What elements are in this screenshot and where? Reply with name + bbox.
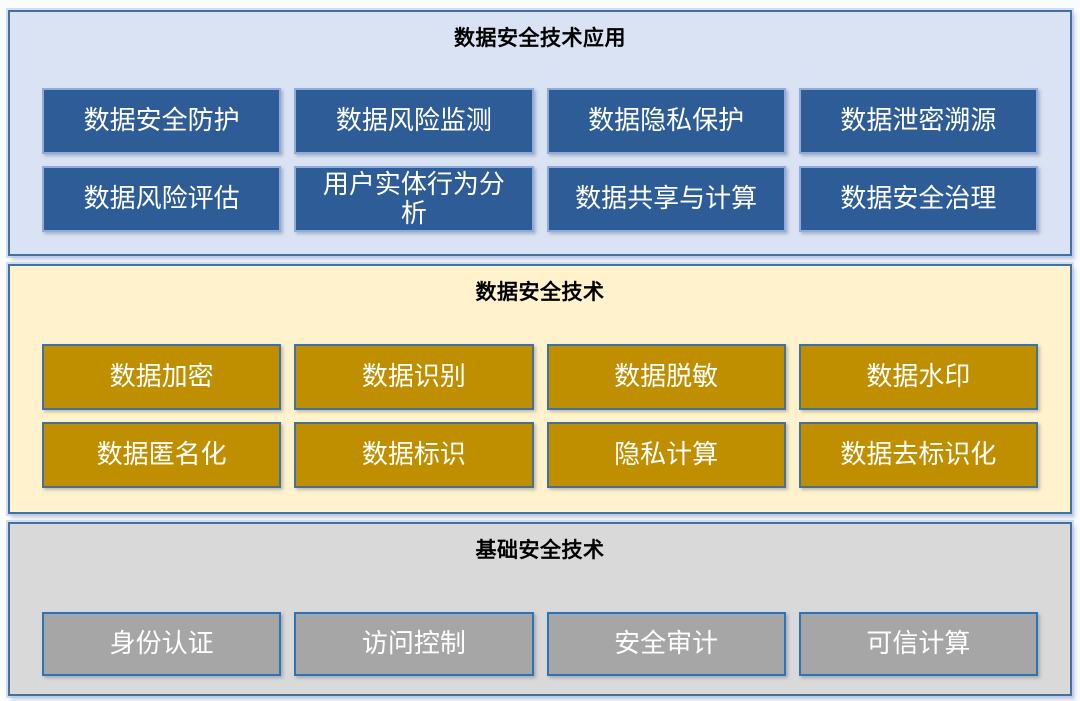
diagram-box-identity-authentication: 身份认证	[42, 612, 282, 676]
diagram-box-data-deidentification: 数据去标识化	[798, 422, 1038, 488]
diagram-box-security-audit: 安全审计	[546, 612, 786, 676]
diagram-box-data-risk-assessment: 数据风险评估	[42, 166, 282, 232]
diagram-box-data-privacy-protection: 数据隐私保护	[546, 88, 786, 154]
diagram-box-access-control: 访问控制	[294, 612, 534, 676]
technologies-grid: 数据加密 数据识别 数据脱敏 数据水印 数据匿名化 数据标识 隐私计算 数据去标…	[10, 344, 1070, 488]
diagram-box-data-labeling: 数据标识	[294, 422, 534, 488]
diagram-box-data-risk-monitoring: 数据风险监测	[294, 88, 534, 154]
diagram-box-data-watermarking: 数据水印	[798, 344, 1038, 410]
diagram-box-data-anonymization: 数据匿名化	[42, 422, 282, 488]
section-title-applications: 数据安全技术应用	[454, 27, 626, 50]
diagram-box-data-leak-tracing: 数据泄密溯源	[798, 88, 1038, 154]
diagram-box-trusted-computing: 可信计算	[798, 612, 1038, 676]
section-title-technologies: 数据安全技术	[475, 281, 605, 304]
section-title-basic: 基础安全技术	[475, 539, 605, 562]
diagram-box-data-sharing-and-computing: 数据共享与计算	[546, 166, 786, 232]
diagram-box-data-security-protection: 数据安全防护	[42, 88, 282, 154]
section-data-security-technologies: 数据安全技术 数据加密 数据识别 数据脱敏 数据水印 数据匿名化 数据标识 隐私…	[8, 264, 1072, 514]
diagram-box-user-entity-behavior-analysis: 用户实体行为分 析	[294, 166, 534, 232]
section-basic-security-technologies: 基础安全技术 身份认证 访问控制 安全审计 可信计算	[8, 522, 1072, 696]
diagram-box-data-identification: 数据识别	[294, 344, 534, 410]
section-data-security-applications: 数据安全技术应用 数据安全防护 数据风险监测 数据隐私保护 数据泄密溯源 数据风…	[8, 10, 1072, 256]
basic-grid: 身份认证 访问控制 安全审计 可信计算	[10, 612, 1070, 676]
diagram-box-data-security-governance: 数据安全治理	[798, 166, 1038, 232]
applications-grid: 数据安全防护 数据风险监测 数据隐私保护 数据泄密溯源 数据风险评估 用户实体行…	[10, 88, 1070, 232]
diagram-box-data-encryption: 数据加密	[42, 344, 282, 410]
diagram-box-privacy-computing: 隐私计算	[546, 422, 786, 488]
diagram-box-data-masking: 数据脱敏	[546, 344, 786, 410]
